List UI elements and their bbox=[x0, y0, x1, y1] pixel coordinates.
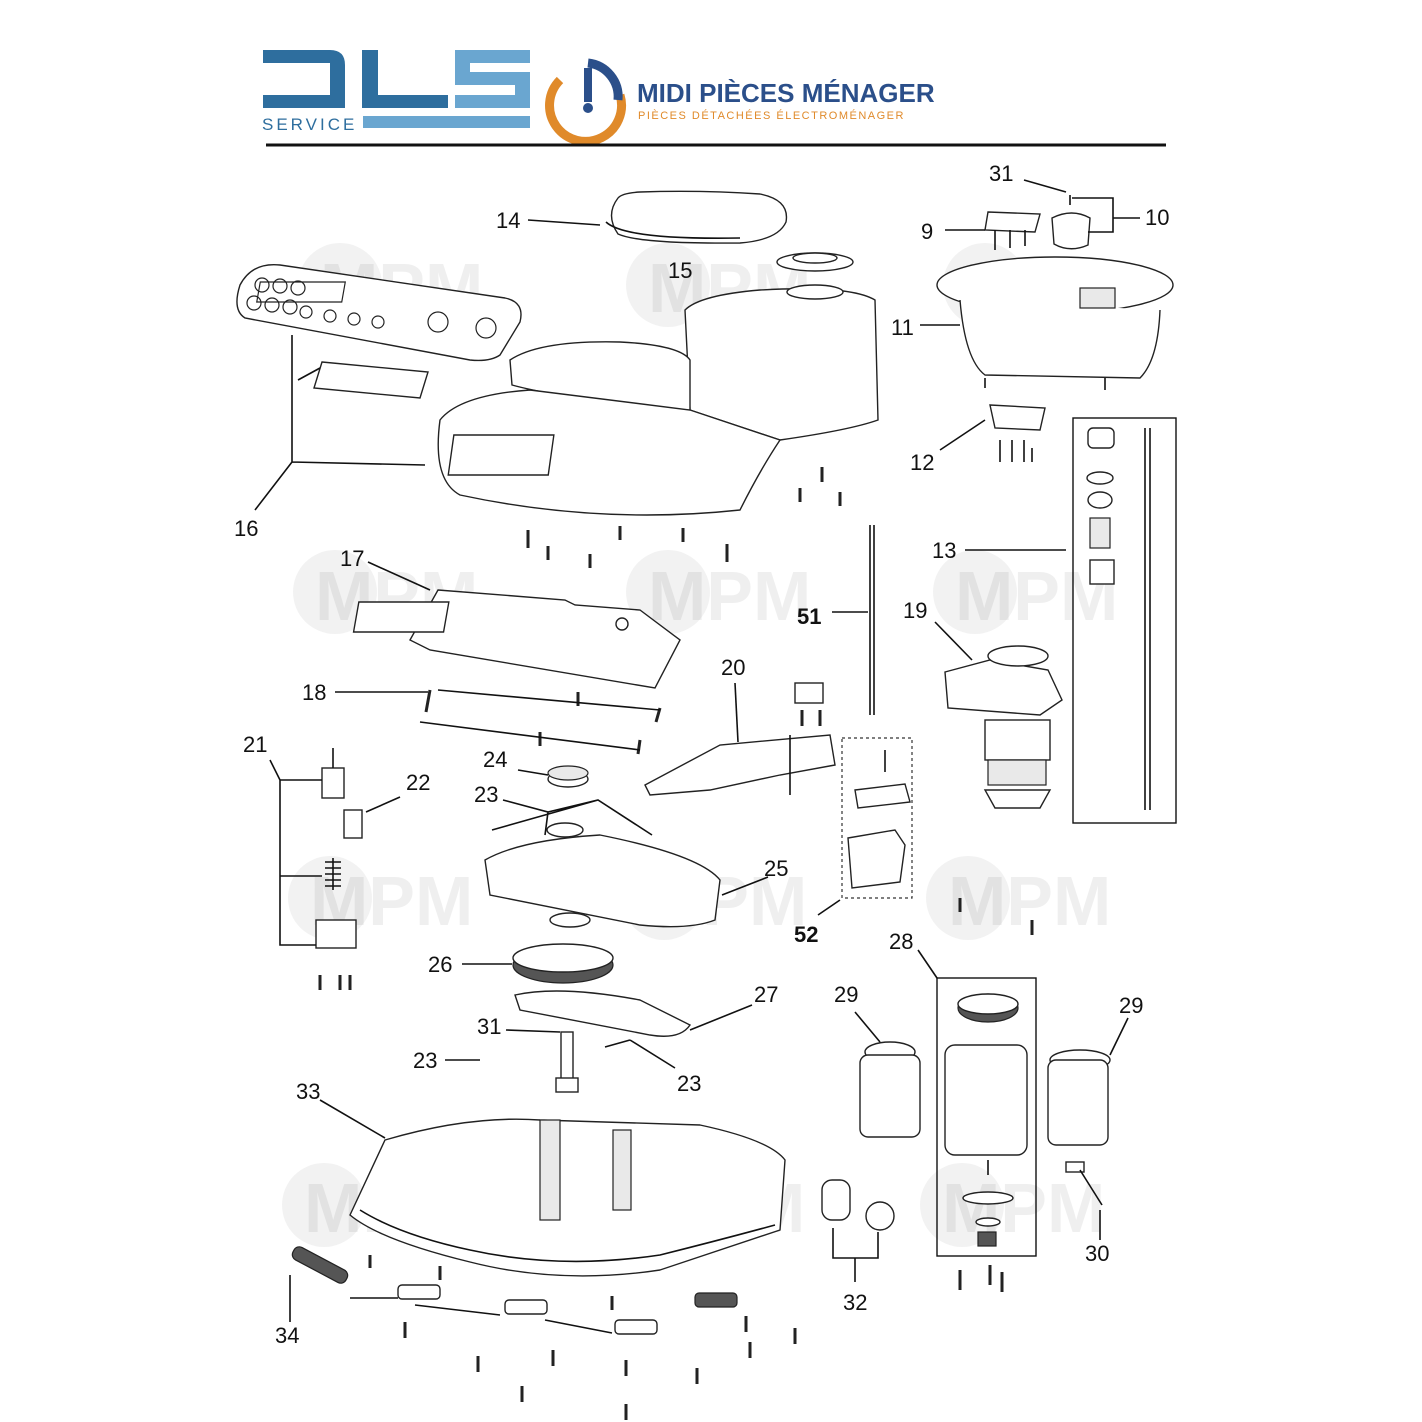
callout-52: 52 bbox=[794, 922, 818, 947]
part-28-motor bbox=[944, 993, 1028, 1247]
part-52-kit bbox=[847, 750, 911, 889]
callout-14: 14 bbox=[496, 208, 520, 233]
part-33-base bbox=[349, 1118, 786, 1277]
part-20-bracket bbox=[644, 682, 836, 796]
callout-12: 12 bbox=[910, 450, 934, 475]
part-12-contacts bbox=[989, 404, 1046, 462]
callout-11: 11 bbox=[891, 315, 914, 340]
callout-labels: 31 10 9 14 15 11 12 16 17 13 51 19 18 20… bbox=[234, 161, 1169, 1348]
part-29-right bbox=[1047, 1049, 1111, 1146]
callout-22: 22 bbox=[406, 770, 430, 795]
midi-pieces-logo bbox=[545, 58, 627, 146]
dls-service-logo: SERVICE bbox=[262, 50, 530, 134]
brand-subtitle: PIÈCES DÉTACHÉES ÉLECTROMÉNAGER bbox=[638, 109, 905, 122]
part-29-left bbox=[859, 1041, 921, 1138]
callout-28: 28 bbox=[889, 929, 913, 954]
callout-24: 24 bbox=[483, 747, 507, 772]
callout-15: 15 bbox=[668, 258, 692, 283]
leader-lines bbox=[254, 179, 1140, 1334]
callout-16: 16 bbox=[234, 516, 258, 541]
part-28-kit-box bbox=[936, 977, 1037, 1257]
svg-text:MPM: MPM bbox=[648, 557, 811, 635]
part-52-kit-box bbox=[841, 737, 913, 899]
callout-30: 30 bbox=[1085, 1241, 1109, 1266]
part-main-housing bbox=[437, 284, 879, 516]
part-31-shaft bbox=[555, 1031, 579, 1093]
screws bbox=[318, 467, 1034, 1420]
callout-21: 21 bbox=[243, 732, 267, 757]
callout-19: 19 bbox=[903, 598, 927, 623]
brand-title: MIDI PIÈCES MÉNAGER bbox=[637, 78, 935, 108]
part-51-cable bbox=[869, 525, 875, 715]
svg-text:MPM: MPM bbox=[948, 862, 1111, 940]
callout-13: 13 bbox=[932, 538, 956, 563]
callout-51: 51 bbox=[797, 604, 821, 629]
part-30-sensor bbox=[1065, 1161, 1103, 1206]
callout-32: 32 bbox=[843, 1290, 867, 1315]
callout-10: 10 bbox=[1145, 205, 1169, 230]
callout-23: 23 bbox=[677, 1071, 701, 1096]
part-coupling bbox=[776, 252, 854, 272]
callout-33: 33 bbox=[296, 1079, 320, 1104]
part-32-switch bbox=[821, 1179, 895, 1231]
callout-20: 20 bbox=[721, 655, 745, 680]
callout-17: 17 bbox=[340, 546, 364, 571]
part-25-gear-housing bbox=[484, 822, 721, 928]
callout-23: 23 bbox=[413, 1048, 437, 1073]
callout-29: 29 bbox=[834, 982, 858, 1007]
part-27-cover bbox=[514, 990, 692, 1037]
part-24-bearing bbox=[547, 765, 589, 788]
part-21-switch bbox=[315, 748, 357, 949]
callout-31: 31 bbox=[989, 161, 1013, 186]
part-26-gear bbox=[512, 943, 614, 984]
part-11-bowl bbox=[936, 256, 1174, 390]
callout-18: 18 bbox=[302, 680, 326, 705]
part-control-panel bbox=[236, 263, 522, 399]
callout-31: 31 bbox=[477, 1014, 501, 1039]
part-22-microswitch bbox=[343, 809, 363, 839]
part-13-kit bbox=[1086, 427, 1151, 810]
part-34-feet bbox=[291, 1246, 738, 1335]
svg-text:MPM: MPM bbox=[942, 1169, 1105, 1247]
part-display-pcb bbox=[352, 589, 681, 689]
dls-service-label: SERVICE bbox=[262, 115, 357, 134]
callout-25: 25 bbox=[764, 856, 788, 881]
callout-23: 23 bbox=[474, 782, 498, 807]
callout-29: 29 bbox=[1119, 993, 1143, 1018]
part-13-kit-box bbox=[1072, 417, 1177, 824]
part-lid bbox=[605, 190, 788, 244]
part-10-housing bbox=[1051, 195, 1091, 250]
callout-34: 34 bbox=[275, 1323, 299, 1348]
callout-9: 9 bbox=[921, 219, 933, 244]
callout-27: 27 bbox=[754, 982, 778, 1007]
callout-26: 26 bbox=[428, 952, 452, 977]
part-19-motor bbox=[944, 645, 1063, 809]
part-9-connector bbox=[984, 211, 1041, 250]
